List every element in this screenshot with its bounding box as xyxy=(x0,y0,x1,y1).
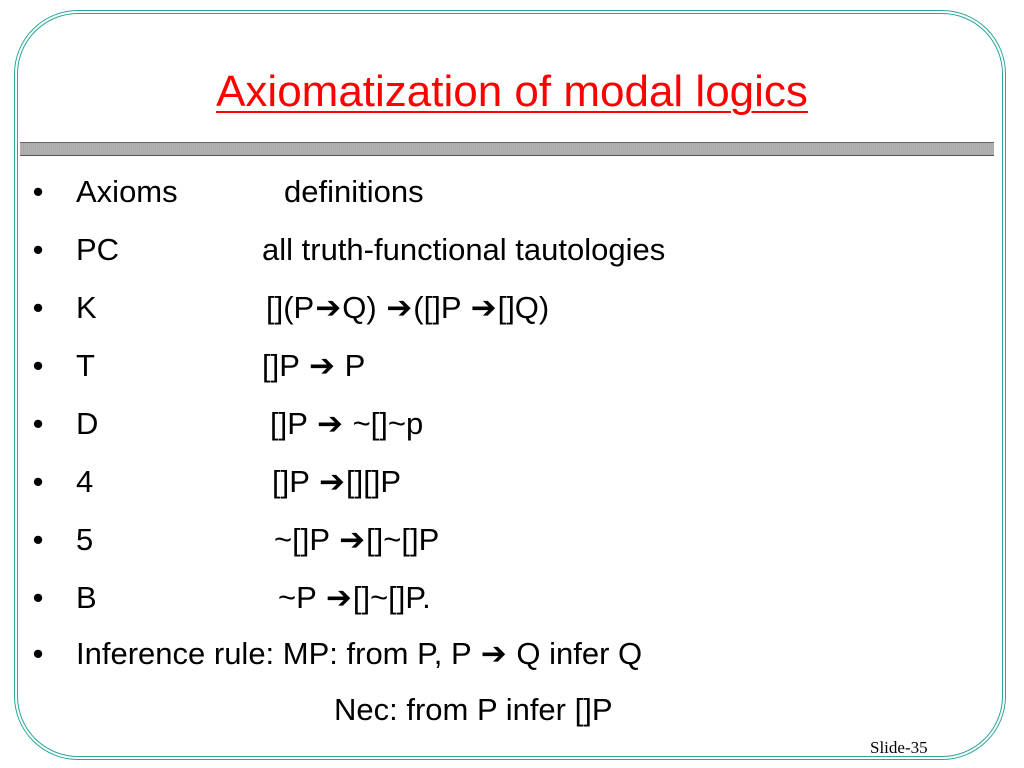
item-term: Axioms xyxy=(76,174,178,209)
list-item-inference-rule: • Inference rule: MP: from P, P ➔ Q infe… xyxy=(0,632,1024,676)
bullet: • xyxy=(32,290,44,325)
formula-part: []P xyxy=(272,464,318,499)
bullet: • xyxy=(32,174,44,209)
bullet: • xyxy=(32,348,44,383)
formula-part: []Q) xyxy=(497,290,550,325)
item-term: B xyxy=(76,580,97,615)
rule-part: Q infer Q xyxy=(507,636,643,671)
item-term: D xyxy=(76,406,99,441)
formula-part: []~[]P. xyxy=(352,580,431,615)
list-item-b: • B ~P ➔[]~[]P. xyxy=(0,576,1024,620)
arrow-icon: ➔ xyxy=(386,290,413,325)
list-item-pc: • PC all truth-functional tautologies xyxy=(0,228,1024,272)
item-term: T xyxy=(76,348,95,383)
formula-part: ~[]~p xyxy=(343,406,424,441)
list-item-d: • D []P ➔ ~[]~p xyxy=(0,402,1024,446)
inference-rule-nec: Nec: from P infer []P xyxy=(334,692,613,727)
arrow-icon: ➔ xyxy=(480,636,507,671)
formula-part: [](P xyxy=(266,290,315,325)
arrow-icon: ➔ xyxy=(316,406,343,441)
formula-part: ~[]P xyxy=(274,522,339,557)
formula-part: ([]P xyxy=(413,290,470,325)
formula-part: P xyxy=(335,348,366,383)
slide-border xyxy=(14,10,1006,760)
arrow-icon: ➔ xyxy=(315,290,342,325)
bullet: • xyxy=(32,522,44,557)
bullet: • xyxy=(32,636,44,671)
list-item-5: • 5 ~[]P ➔[]~[]P xyxy=(0,518,1024,562)
arrow-icon: ➔ xyxy=(318,464,345,499)
title-divider xyxy=(20,142,994,156)
item-formula: ~P ➔[]~[]P. xyxy=(278,576,431,620)
item-formula: []P ➔[][]P xyxy=(272,460,401,504)
bullet: • xyxy=(32,406,44,441)
formula-part: [][]P xyxy=(345,464,402,499)
list-item-axioms: • Axioms definitions xyxy=(0,170,1024,214)
slide-title-text: Axiomatization of modal logics xyxy=(216,67,808,116)
item-definition: all truth-functional tautologies xyxy=(262,232,666,267)
formula-part: []~[]P xyxy=(366,522,440,557)
item-definition: definitions xyxy=(284,174,424,209)
formula-part: ~P xyxy=(278,580,325,615)
slide-title: Axiomatization of modal logics xyxy=(0,66,1024,118)
item-text: Inference rule: MP: from P, P ➔ Q infer … xyxy=(76,632,642,676)
formula-part: []P xyxy=(262,348,308,383)
formula-part: Q) xyxy=(342,290,386,325)
formula-part: []P xyxy=(270,406,316,441)
item-term: PC xyxy=(76,232,120,267)
slide-number: Slide-35 xyxy=(870,738,928,757)
arrow-icon: ➔ xyxy=(325,580,352,615)
list-item-k: • K [](P➔Q) ➔([]P ➔[]Q) xyxy=(0,286,1024,330)
item-term: 5 xyxy=(76,522,94,557)
arrow-icon: ➔ xyxy=(339,522,366,557)
bullet: • xyxy=(32,580,44,615)
arrow-icon: ➔ xyxy=(308,348,335,383)
item-formula: ~[]P ➔[]~[]P xyxy=(274,518,439,562)
item-term: K xyxy=(76,290,97,325)
item-formula: []P ➔ ~[]~p xyxy=(270,402,423,446)
item-term: 4 xyxy=(76,464,94,499)
arrow-icon: ➔ xyxy=(470,290,497,325)
item-formula: []P ➔ P xyxy=(262,344,365,388)
rule-part: Inference rule: MP: from P, P xyxy=(76,636,480,671)
list-item-4: • 4 []P ➔[][]P xyxy=(0,460,1024,504)
item-formula: [](P➔Q) ➔([]P ➔[]Q) xyxy=(266,286,549,330)
bullet: • xyxy=(32,464,44,499)
bullet: • xyxy=(32,232,44,267)
list-item-t: • T []P ➔ P xyxy=(0,344,1024,388)
